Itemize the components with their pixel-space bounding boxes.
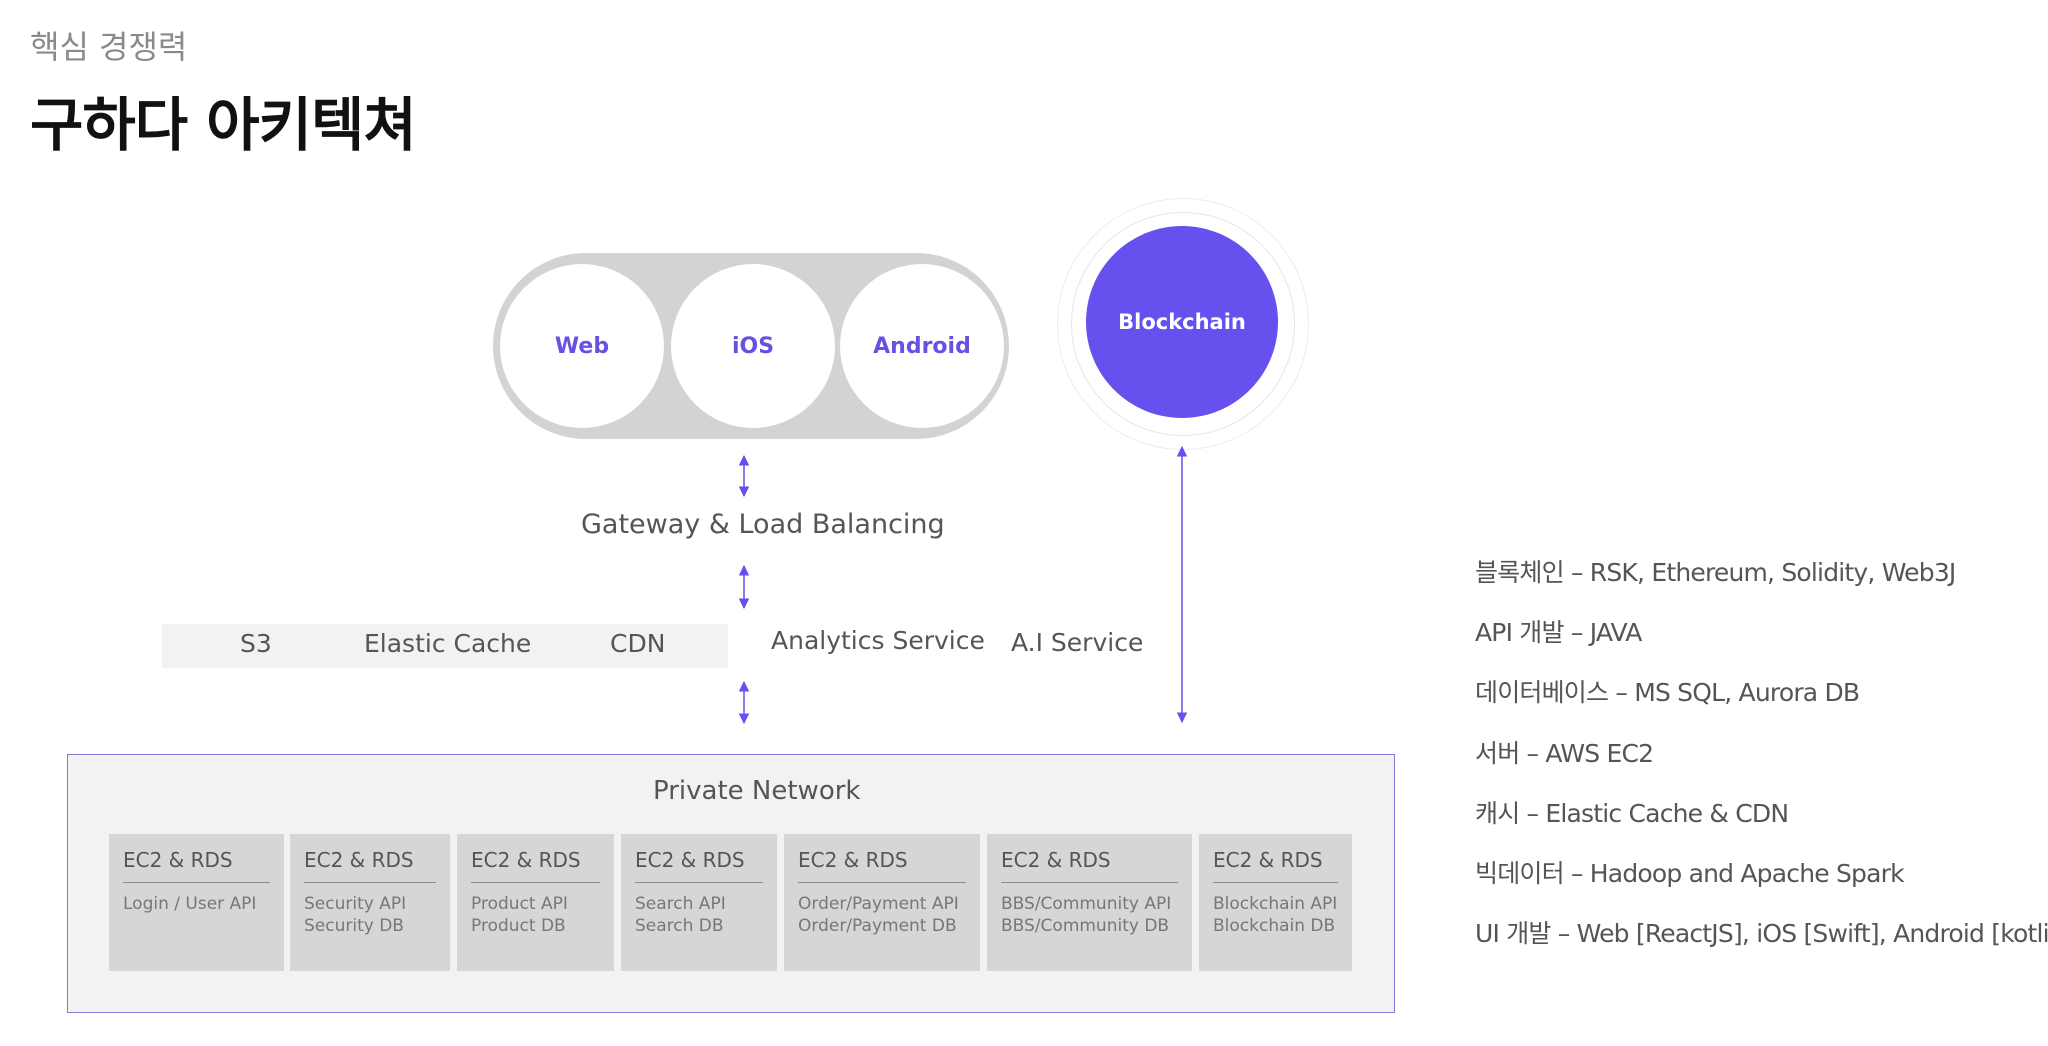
blockchain-node: Blockchain [1086, 226, 1278, 418]
network-card-order-payment: EC2 & RDS Order/Payment API Order/Paymen… [784, 834, 980, 971]
card-line: Order/Payment DB [798, 916, 957, 936]
tech-stack-api: API 개발 – JAVA [1475, 618, 1642, 647]
network-card-product: EC2 & RDS Product API Product DB [457, 834, 614, 971]
card-title: EC2 & RDS [635, 848, 763, 883]
card-line: Security API [304, 894, 407, 914]
network-card-bbs-community: EC2 & RDS BBS/Community API BBS/Communit… [987, 834, 1192, 971]
card-line: Order/Payment API [798, 894, 959, 914]
card-line: BBS/Community DB [1001, 916, 1170, 936]
service-analytics: Analytics Service [771, 626, 985, 655]
service-s3: S3 [240, 629, 272, 658]
card-line: Search API [635, 894, 726, 914]
page-subtitle: 핵심 경쟁력 [30, 28, 188, 66]
tech-stack-ui: UI 개발 – Web [ReactJS], iOS [Swift], Andr… [1475, 919, 2048, 948]
card-line: Security DB [304, 916, 404, 936]
card-line: Login / User API [123, 894, 257, 914]
tech-stack-cache: 캐시 – Elastic Cache & CDN [1475, 799, 1789, 828]
tech-stack-bigdata: 빅데이터 – Hadoop and Apache Spark [1475, 859, 1905, 888]
client-web-node: Web [500, 264, 664, 428]
card-line: BBS/Community API [1001, 894, 1172, 914]
card-title: EC2 & RDS [798, 848, 966, 883]
tech-stack-server: 서버 – AWS EC2 [1475, 739, 1654, 768]
card-line: Product DB [471, 916, 566, 936]
card-line: Blockchain API [1213, 894, 1338, 914]
card-title: EC2 & RDS [304, 848, 436, 883]
gateway-label: Gateway & Load Balancing [581, 509, 945, 540]
client-ios-node: iOS [671, 264, 835, 428]
service-ai: A.I Service [1011, 628, 1144, 657]
network-card-login: EC2 & RDS Login / User API [109, 834, 284, 971]
blockchain-inner-ring [1071, 212, 1295, 436]
page-title: 구하다 아키텍쳐 [30, 91, 417, 159]
tech-stack-database: 데이터베이스 – MS SQL, Aurora DB [1475, 678, 1860, 707]
tech-stack-blockchain: 블록체인 – RSK, Ethereum, Solidity, Web3J [1475, 558, 1956, 587]
network-card-security: EC2 & RDS Security API Security DB [290, 834, 450, 971]
card-title: EC2 & RDS [1213, 848, 1338, 883]
client-android-node: Android [840, 264, 1004, 428]
network-card-search: EC2 & RDS Search API Search DB [621, 834, 777, 971]
service-cdn: CDN [610, 629, 666, 658]
card-line: Search DB [635, 916, 724, 936]
private-network-label: Private Network [653, 776, 861, 806]
card-title: EC2 & RDS [471, 848, 600, 883]
card-title: EC2 & RDS [1001, 848, 1178, 883]
storage-services-bar [162, 624, 728, 668]
network-card-blockchain: EC2 & RDS Blockchain API Blockchain DB [1199, 834, 1352, 971]
card-title: EC2 & RDS [123, 848, 270, 883]
card-line: Blockchain DB [1213, 916, 1336, 936]
service-elastic-cache: Elastic Cache [364, 629, 532, 658]
card-line: Product API [471, 894, 568, 914]
